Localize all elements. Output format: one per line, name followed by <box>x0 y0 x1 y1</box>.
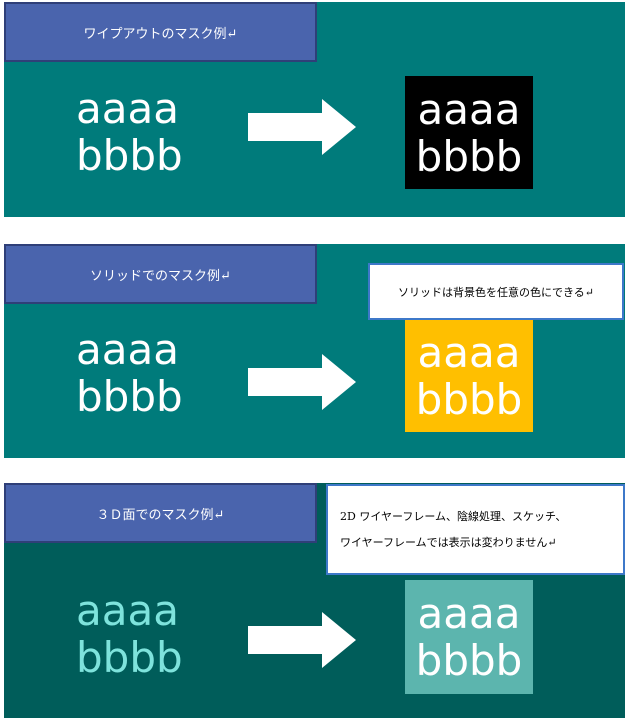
text-line-bbbb: bbbb <box>415 636 523 685</box>
original-text-sample: aaaa bbbb <box>76 85 196 179</box>
text-line-aaaa: aaaa <box>417 589 521 638</box>
original-text-sample: aaaa bbbb <box>76 326 196 420</box>
right-arrow-icon <box>248 612 356 668</box>
solid-note-callout: ソリッドは背景色を任意の色にできる↵ <box>368 263 624 320</box>
right-arrow-icon <box>248 99 356 155</box>
text-line-aaaa: aaaa <box>417 84 521 134</box>
3d-face-example-title: ３Ｄ面でのマスク例↵ <box>4 483 317 543</box>
note-line-1: 2D ワイヤーフレーム、陰線処理、スケッチ、 <box>340 510 567 523</box>
3d-face-masked-text: aaaa bbbb <box>405 580 533 694</box>
note-line-2: ワイヤーフレームでは表示は変わりません↵ <box>340 536 557 549</box>
text-line-bbbb: bbbb <box>76 372 183 421</box>
text-line-aaaa: aaaa <box>76 325 179 374</box>
text-line-aaaa: aaaa <box>76 586 179 635</box>
solid-example-title: ソリッドでのマスク例↵ <box>4 244 317 304</box>
text-line-bbbb: bbbb <box>76 131 183 180</box>
text-line-bbbb: bbbb <box>415 375 523 424</box>
solid-masked-text: aaaa bbbb <box>405 320 533 432</box>
text-line-aaaa: aaaa <box>76 84 179 133</box>
wipeout-masked-text: aaaa bbbb <box>405 76 533 189</box>
3d-face-note-callout: 2D ワイヤーフレーム、陰線処理、スケッチ、 ワイヤーフレームでは表示は変わりま… <box>326 484 625 575</box>
text-line-aaaa: aaaa <box>417 328 521 377</box>
original-text-sample: aaaa bbbb <box>76 587 196 681</box>
text-line-bbbb: bbbb <box>76 633 183 682</box>
wipeout-example-title: ワイプアウトのマスク例↵ <box>4 2 317 62</box>
right-arrow-icon <box>248 354 356 410</box>
text-line-bbbb: bbbb <box>415 131 523 181</box>
